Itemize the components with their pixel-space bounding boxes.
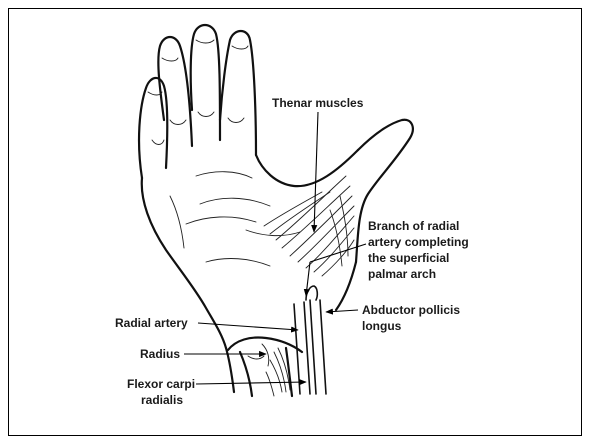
radius-label: Radius xyxy=(140,347,180,361)
abductor-pollicis-longus-label-2: longus xyxy=(362,319,402,333)
flexor-carpi-radialis-label-2: radialis xyxy=(141,393,183,407)
thenar-muscles-label: Thenar muscles xyxy=(272,96,364,110)
branch-radial-artery-label-4: palmar arch xyxy=(368,267,436,281)
abductor-pollicis-longus-label-1: Abductor pollicis xyxy=(362,303,460,317)
branch-radial-artery-label-1: Branch of radial xyxy=(368,219,459,233)
thenar-muscle-shading xyxy=(264,176,354,276)
label-thenar-muscles: Thenar muscles xyxy=(272,96,364,232)
index-finger xyxy=(220,31,256,155)
branch-radial-artery-label-2: artery completing xyxy=(368,235,469,249)
middle-finger xyxy=(191,25,220,140)
radius-bone xyxy=(228,338,302,397)
label-radius: Radius xyxy=(140,347,266,361)
little-finger xyxy=(139,78,167,178)
branch-radial-artery-label-3: the superficial xyxy=(368,251,449,265)
flexor-carpi-radialis-label-1: Flexor carpi xyxy=(127,377,195,391)
hand-outline xyxy=(139,25,413,392)
label-radial-artery: Radial artery xyxy=(115,316,298,330)
label-abductor-pollicis-longus: Abductor pollicis longus xyxy=(326,303,460,333)
radial-artery-vessel xyxy=(294,286,326,394)
ring-finger xyxy=(158,37,192,146)
radial-artery-label: Radial artery xyxy=(115,316,188,330)
